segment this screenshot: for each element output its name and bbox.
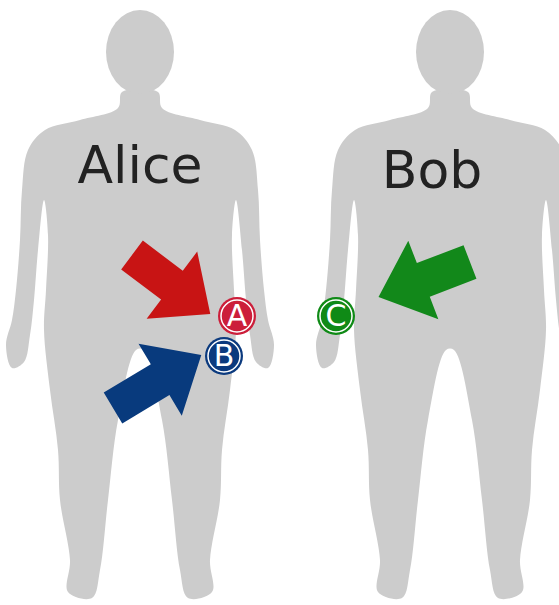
callout-marker: B: [204, 336, 244, 376]
callout-letter: A: [217, 296, 257, 336]
person-name: Bob: [305, 140, 559, 200]
callout-letter: C: [316, 296, 356, 336]
person-name: Alice: [0, 135, 280, 195]
callout-marker: C: [316, 296, 356, 336]
callout-marker: A: [217, 296, 257, 336]
callout-letter: B: [204, 336, 244, 376]
person-silhouette: AliceAB: [0, 0, 280, 605]
person-silhouette: BobC: [305, 0, 559, 605]
marker-fill: [218, 297, 256, 335]
marker-fill: [205, 337, 243, 375]
head-shape: [106, 10, 174, 94]
head-shape: [416, 10, 484, 94]
marker-fill: [317, 297, 355, 335]
